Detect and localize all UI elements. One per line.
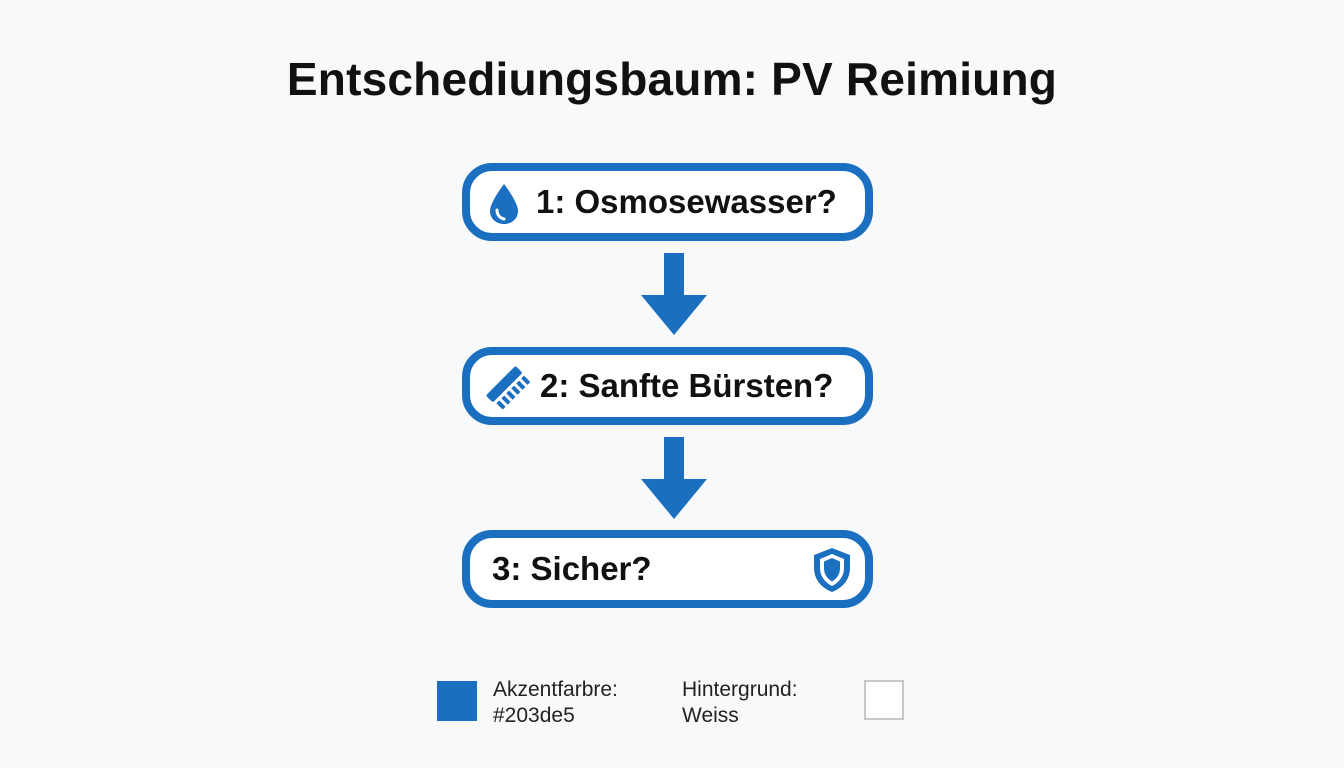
legend-accent-value: #203de5 — [493, 704, 575, 727]
arrow-down-1 — [639, 253, 709, 337]
decision-node-1-label: 1: Osmosewasser? — [536, 183, 837, 220]
legend-background: Hintergrund: Weiss — [682, 677, 798, 729]
background-color-swatch — [864, 680, 904, 720]
legend-background-label: Hintergrund: — [682, 678, 798, 701]
shield-icon — [810, 546, 854, 594]
legend-accent: Akzentfarbre: #203de5 — [493, 677, 618, 729]
accent-color-swatch — [437, 681, 477, 721]
legend-background-value: Weiss — [682, 704, 739, 727]
decision-node-2-label: 2: Sanfte Bürsten? — [540, 367, 834, 404]
page-title: Entschediungsbaum: PV Reimiung — [286, 53, 1058, 105]
decision-node-3-label: 3: Sicher? — [492, 550, 652, 587]
decision-node-1: 1: Osmosewasser? — [462, 163, 873, 241]
decision-node-3: 3: Sicher? — [462, 530, 873, 608]
brush-icon — [484, 365, 530, 409]
arrow-down-2 — [639, 437, 709, 521]
legend-accent-label: Akzentfarbre: — [493, 678, 618, 701]
decision-node-2: 2: Sanfte Bürsten? — [462, 347, 873, 425]
water-drop-icon — [484, 182, 524, 226]
